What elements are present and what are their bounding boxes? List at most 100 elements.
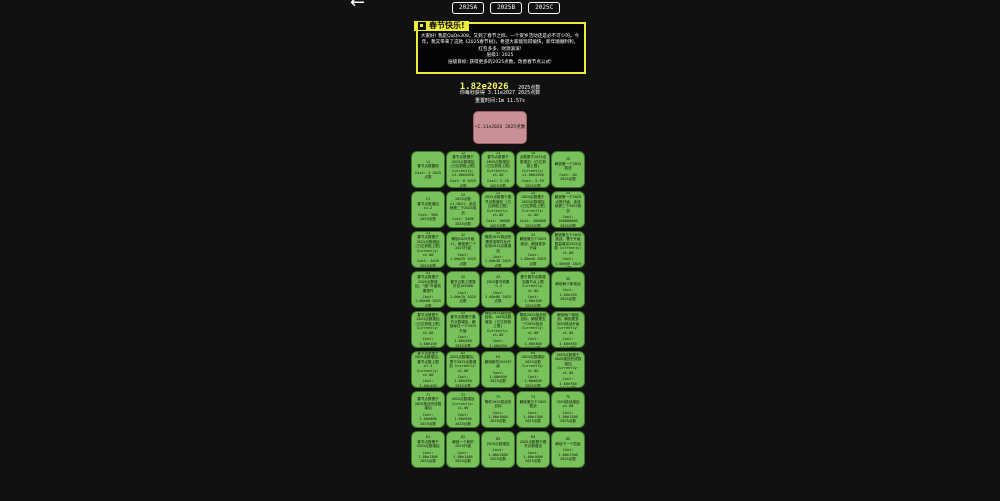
upgrade-cost: Cost: 10000 2025点数: [486, 219, 510, 228]
upgrade-cost: Cost: 1.00e120 2025点数: [559, 288, 577, 302]
upgrade-description: 解锁2025升级11，解锁第三个2025升级: [450, 237, 476, 251]
upgrade-id: 22: [460, 193, 466, 198]
upgrade-id: 21: [425, 197, 431, 202]
upgrade-id: 54: [531, 312, 535, 313]
upgrade-description: 解锁两个新挑战，解锁更多2025挑战升级 Currently: x1.00: [556, 313, 580, 335]
upgrade-51[interactable]: 51春节点数基于2025点数增加 (已达到极上限) Currently: x1.…: [411, 311, 445, 348]
upgrade-cost: Cost: 1.00e350 2025点数: [559, 337, 577, 348]
back-arrow-icon[interactable]: ←: [350, 0, 366, 13]
upgrade-cost: Cost: 4 2025点数: [415, 170, 441, 179]
upgrade-description: 2025点数增加2025点数 Currently: x1.00: [521, 355, 545, 373]
upgrade-description: 2025挑战增加 x1.00: [556, 399, 580, 409]
upgrade-cost: Cost: 1.00e300 2025点数: [524, 337, 542, 348]
upgrade-cost: Cost: 6 2025点数: [450, 179, 476, 188]
tab-2025c[interactable]: 2025C: [528, 2, 561, 14]
upgrade-description: 降低2025挑战的目标，解锁第五个2025挑战 Currently: x1.00: [519, 313, 547, 335]
upgrade-description: 降低2025挑战的目标，2025点数增加 (已达到极上限) Currently:…: [484, 311, 512, 337]
upgrade-id: 62: [460, 351, 466, 355]
upgrade-id: 12: [460, 151, 466, 155]
upgrade-description: 春节点数基于2025点数增加: [416, 439, 440, 449]
upgrade-54[interactable]: 54降低2025挑战的目标，解锁第五个2025挑战 Currently: x1.…: [516, 311, 550, 348]
upgrade-description: 降低2025挑战的目标: [484, 399, 512, 409]
upgrade-cost: Cost: 900 2025点数: [418, 212, 438, 222]
upgrade-description: 2025点数增加: [486, 441, 510, 446]
upgrade-cost: Cost: 1.00e1100 2025点数: [523, 410, 543, 424]
upgrade-55[interactable]: 55解锁两个新挑战，解锁更多2025挑战升级 Currently: x1.00C…: [551, 311, 585, 348]
upgrade-cost: Cost: 3000 2025点数: [452, 217, 474, 226]
banner-line-1: 大家好! 我是QqQe308。又到了春节之际。一个贺岁活动还是必不可少的。今年，…: [420, 34, 580, 52]
upgrade-id: 44: [530, 271, 536, 275]
tab-2025b[interactable]: 2025B: [490, 2, 523, 14]
upgrade-id: 11: [425, 159, 431, 164]
points-value: 1.82e2026: [459, 82, 509, 92]
upgrade-id: 85: [565, 437, 571, 442]
upgrade-description: 春节点数基于2025挑战完成数增加: [414, 397, 442, 411]
prestige-label: +1.11e2026 2025点数: [474, 124, 526, 130]
upgrade-description: 解锁第五个2025挑战，解锁更多升级: [519, 237, 547, 251]
upgrade-id: 23: [495, 191, 501, 195]
upgrade-cost: Cost: 1.00e80 2025点数: [485, 290, 511, 304]
upgrade-description: 春节点数翻倍: [417, 164, 439, 169]
upgrade-cost: Cost: 2.28 2025点数: [487, 179, 509, 188]
upgrade-id: 51: [426, 312, 430, 313]
upgrade-53[interactable]: 53降低2025挑战的目标，2025点数增加 (已达到极上限) Currentl…: [481, 311, 515, 348]
upgrade-cost: Cost: 1.00e70 2025点数: [450, 290, 476, 304]
upgrade-id: 14: [530, 151, 536, 155]
upgrade-35[interactable]: 35解锁第五个2025挑战，基于升级数量增加2025点数 Currently: …: [551, 231, 585, 268]
upgrade-cost: Cost: 100000000 2025点数: [558, 214, 578, 228]
banner-title-text: 春节快乐!: [429, 21, 465, 30]
upgrade-id: 71: [425, 393, 431, 398]
tab-2025a[interactable]: 2025A: [452, 2, 485, 14]
prestige-button[interactable]: +1.11e2026 2025点数: [473, 111, 527, 144]
upgrade-id: 41: [425, 271, 431, 275]
upgrade-61[interactable]: 61春节点数基于2025点数增加，春节点数上限x1.2 Currently: x…: [411, 351, 445, 388]
layer-tabs: 2025A 2025B 2025C: [452, 2, 561, 14]
upgrade-id: 33: [495, 231, 501, 235]
upgrade-id: 34: [530, 233, 536, 238]
upgrade-cost: Cost: 1.00e50 2025点数: [555, 257, 581, 268]
upgrade-cost: Cost: 1.00e200 2025点数: [454, 334, 472, 348]
upgrade-65[interactable]: 652025点数基于2025挑战完成数增加 Currently: x1.00Co…: [551, 351, 585, 388]
upgrade-cost: Cost: 1.00e250 2025点数: [489, 339, 507, 348]
upgrade-description: 2025点数基于春节点数增加 (已达到极上限) Currently: x1.00: [484, 195, 512, 217]
upgrade-description: 2025点数基于2025点数增加 (已达到极上限) Currently: x1.…: [520, 195, 546, 217]
upgrade-id: 64: [530, 351, 536, 355]
upgrade-cost: Cost: 1.00e600 2025点数: [524, 374, 542, 388]
upgrade-id: 74: [530, 395, 536, 400]
upgrade-id: 65: [566, 352, 570, 353]
